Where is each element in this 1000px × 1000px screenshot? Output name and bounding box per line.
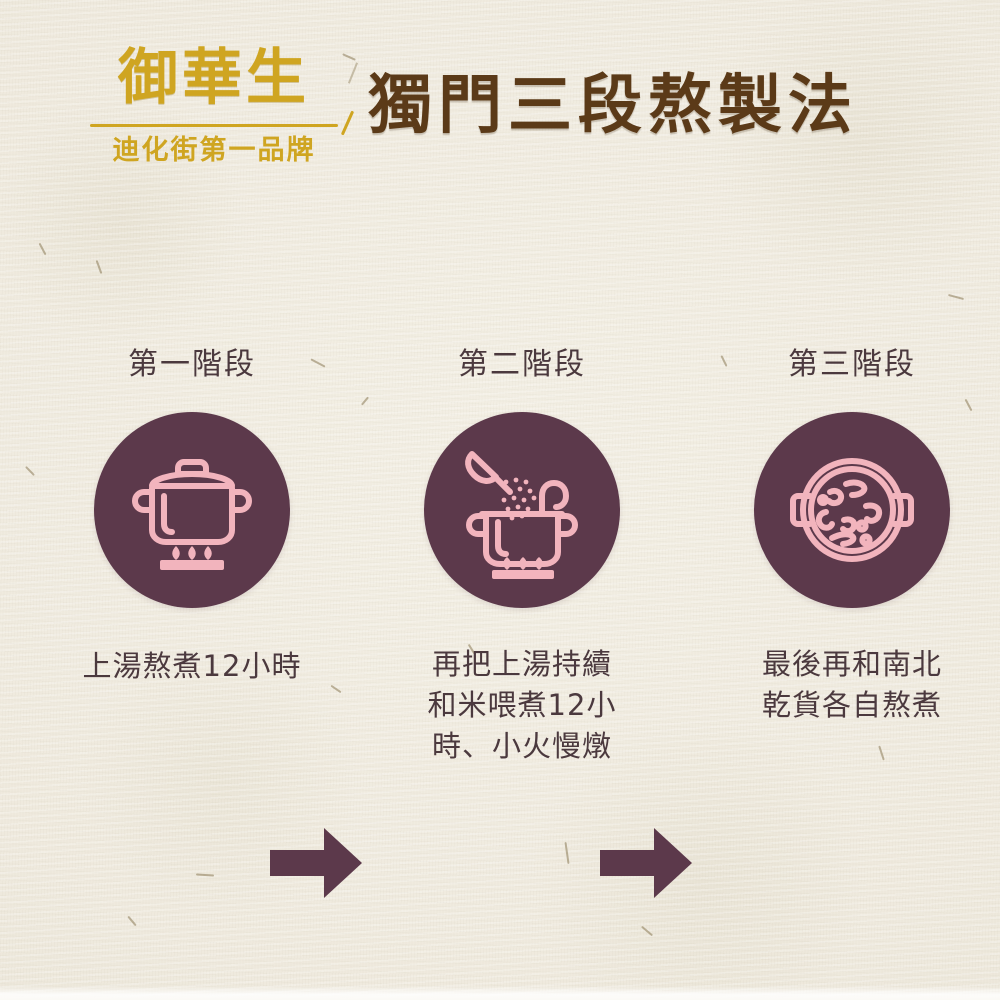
page-title: 獨門三段熬製法: [368, 68, 858, 143]
brand-tagline: 迪化街第一品牌: [112, 135, 316, 166]
step-1: 第一階段: [42, 348, 342, 687]
step-3-label: 第三階段: [788, 347, 916, 382]
arrow-1: [270, 820, 362, 906]
step-3: 第三階段: [702, 348, 1000, 726]
step-2-icon-circle: [424, 412, 620, 608]
pot-with-scoop-pouring-rice-icon: [450, 438, 594, 582]
step-2-label: 第二階段: [458, 347, 586, 382]
step-3-caption: 最後再和南北 乾貨各自熬煮: [761, 647, 942, 723]
brand-name: 御華生: [118, 43, 310, 113]
paper-fiber: [564, 841, 570, 865]
paper-fiber: [640, 925, 654, 937]
pot-top-view-with-ingredients-icon: [782, 440, 922, 580]
arrow-2: [600, 820, 692, 906]
bottom-edge-highlight: [0, 986, 1000, 1000]
paper-fiber: [195, 873, 215, 877]
paper-fiber: [95, 260, 103, 274]
decorative-tick: [347, 62, 359, 84]
process-steps: 第一階段: [0, 348, 1000, 898]
paper-fiber: [38, 242, 47, 256]
paper-fiber: [127, 915, 137, 927]
logo-divider: [90, 124, 338, 127]
step-1-icon-circle: [94, 412, 290, 608]
step-3-icon-circle: [754, 412, 950, 608]
step-1-caption: 上湯熬煮12小時: [82, 649, 302, 683]
step-2-caption: 再把上湯持續 和米喂煮12小 時、小火慢燉: [427, 647, 617, 764]
paper-fiber: [342, 53, 356, 61]
step-1-label: 第一階段: [128, 347, 256, 382]
paper-fiber: [948, 293, 964, 301]
covered-pot-on-stove-icon: [122, 440, 262, 580]
brand-logo: 御華生 迪化街第一品牌: [84, 48, 344, 164]
step-2: 第二階段: [372, 348, 672, 768]
